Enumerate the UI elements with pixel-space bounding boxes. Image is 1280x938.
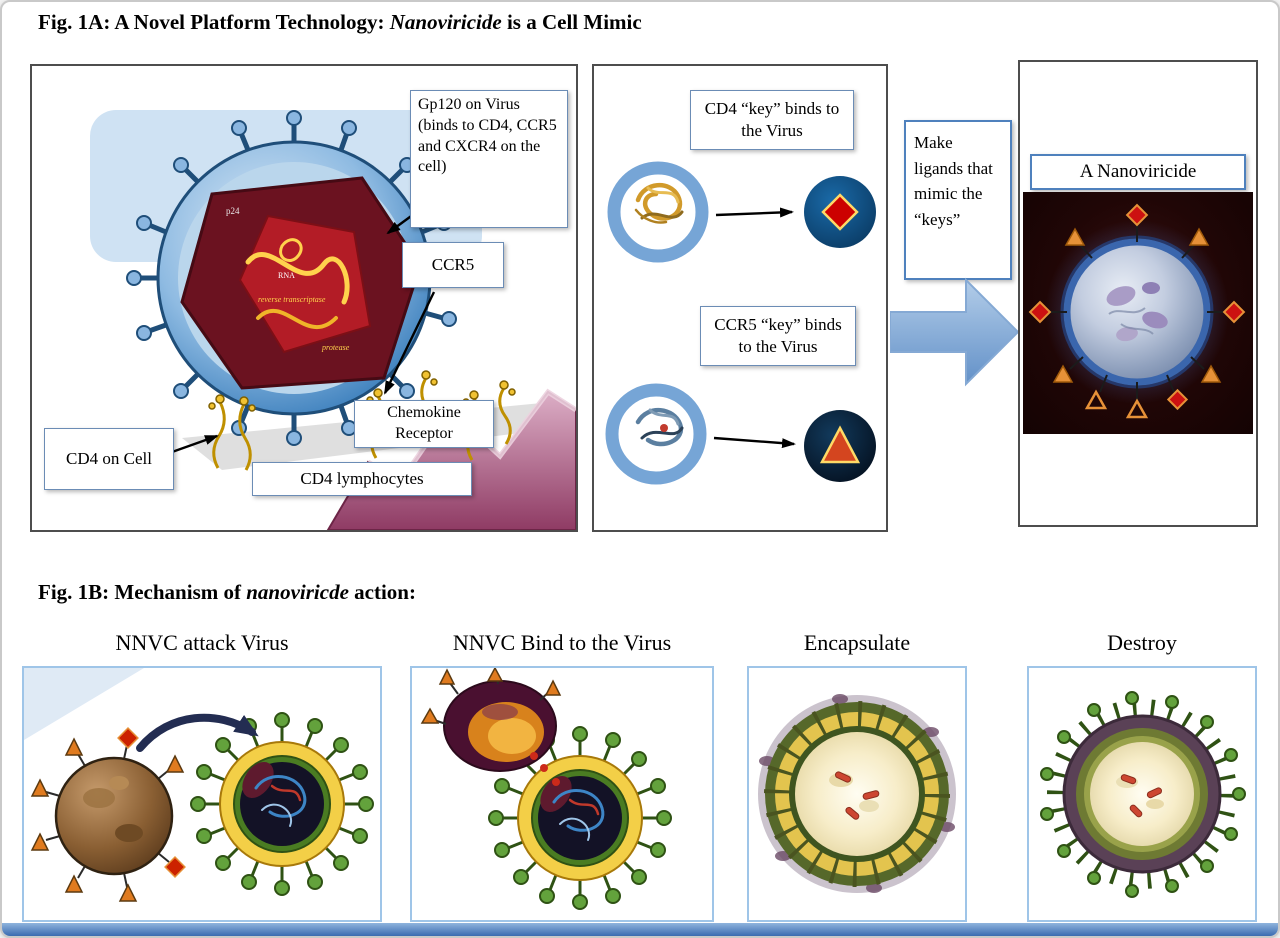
- cream-interior: [1090, 742, 1194, 846]
- cd4-key-arrow: [715, 207, 794, 218]
- virus-cell-panel: p24 RNA reverse transcriptase protease: [30, 64, 578, 532]
- make-ligands-label: Make ligands that mimic the “keys”: [904, 120, 1012, 280]
- gp120-label: Gp120 on Virus (binds to CD4, CCR5 and C…: [410, 90, 568, 228]
- virus-rna-ribbons: [245, 238, 350, 329]
- ccr5-key-triangle-icon: [819, 425, 861, 464]
- step-panel-encapsulate: [747, 666, 967, 922]
- fig1a-title-italic: Nanoviricide: [389, 10, 502, 34]
- fig1b-title-italic: nanoviricde: [246, 580, 349, 604]
- fig1a-title-suffix: is a Cell Mimic: [501, 10, 642, 34]
- virus-core-tangle: [540, 775, 605, 841]
- step-panel-attack: [22, 666, 382, 922]
- ccr5-protein-illustration: [635, 408, 684, 447]
- attack-arrow: [136, 713, 259, 752]
- virus-micro-labels: p24 RNA reverse transcriptase protease: [226, 206, 350, 352]
- micro-label-reverse-transcriptase: reverse transcriptase: [258, 295, 326, 304]
- ccr5-label: CCR5: [402, 242, 504, 288]
- cd4-protein-illustration: [634, 183, 684, 224]
- nnvc-binding-micelle: [420, 668, 562, 786]
- ccr5-protein-circle: [605, 383, 707, 485]
- bottom-blue-bar: [2, 923, 1278, 936]
- ccr5-arrow: [383, 291, 436, 395]
- nanoviricide-ligand-flags: [1028, 203, 1246, 419]
- cd4-protein-circle: [607, 161, 709, 263]
- fig1a-title-prefix: Fig. 1A: A Novel Platform Technology:: [38, 10, 390, 34]
- cd4-on-cell-label: CD4 on Cell: [44, 428, 174, 490]
- step-title-destroy: Destroy: [1107, 630, 1177, 655]
- big-arrow-shape: [890, 277, 1020, 387]
- virus-core-tangle: [242, 761, 307, 827]
- fig1b-title-suffix: action:: [348, 580, 416, 604]
- virus-cell-illustration: p24 RNA reverse transcriptase protease: [90, 110, 576, 530]
- step-panel-destroy: [1027, 666, 1257, 922]
- encapsulate-illustration: [758, 694, 956, 893]
- micro-label-rna: RNA: [278, 271, 295, 280]
- ccr5-key-arrow: [713, 436, 796, 449]
- keys-illustration: [605, 161, 876, 485]
- fig1a-title: Fig. 1A: A Novel Platform Technology: Na…: [38, 10, 642, 35]
- embedded-spike-ticks: [764, 701, 950, 887]
- big-right-arrow: [890, 277, 1020, 387]
- micelle-inner-blobs: [1106, 282, 1168, 342]
- nanoviricide-micelle-illustration: [1028, 203, 1246, 419]
- gp120-arrow: [386, 213, 415, 235]
- spike-stems-ring: [1047, 699, 1237, 889]
- step-title-encapsulate: Encapsulate: [803, 630, 911, 655]
- nnvc-micelle: [54, 756, 174, 876]
- fig1b-title: Fig. 1B: Mechanism of nanoviricde action…: [38, 580, 416, 605]
- nanoviricide-panel: A Nanoviricide: [1018, 60, 1258, 527]
- step-title-attack: NNVC attack Virus: [115, 630, 289, 655]
- micro-label-protease: protease: [321, 343, 350, 352]
- nnvc-flags: [30, 727, 186, 902]
- nnvc-texture: [83, 776, 143, 842]
- nanoviricide-image: [1023, 192, 1253, 434]
- fig1b-title-prefix: Fig. 1B: Mechanism of: [38, 580, 247, 604]
- cream-interior: [795, 732, 919, 856]
- step-title-bind: NNVC Bind to the Virus: [452, 630, 672, 655]
- cd4-lymphocytes-label: CD4 lymphocytes: [252, 462, 472, 496]
- spike-knobs: [1040, 691, 1246, 898]
- nanoviricide-title-label: A Nanoviricide: [1030, 154, 1246, 190]
- keys-panel: CD4 “key” binds to the Virus CCR5 “key” …: [592, 64, 888, 532]
- micro-label-p24: p24: [226, 206, 240, 216]
- background-wash: [24, 668, 144, 740]
- cd4-key-diamond-icon: [821, 193, 859, 231]
- attack-illustration: [24, 668, 374, 902]
- cd4-key-label: CD4 “key” binds to the Virus: [690, 90, 854, 150]
- step-panel-bind: [410, 666, 714, 922]
- cd4-arrow: [171, 434, 219, 454]
- destroy-illustration: [1040, 691, 1246, 898]
- bind-illustration: [420, 668, 672, 910]
- viral-fragments: [834, 771, 880, 820]
- chemokine-receptor-label: Chemokine Receptor: [354, 400, 494, 448]
- virus-spikes: [126, 110, 462, 446]
- virus-spikes: [190, 712, 374, 896]
- ccr5-key-label: CCR5 “key” binds to the Virus: [700, 306, 856, 366]
- callout-arrows: [171, 213, 436, 454]
- viral-fragments: [1120, 774, 1163, 818]
